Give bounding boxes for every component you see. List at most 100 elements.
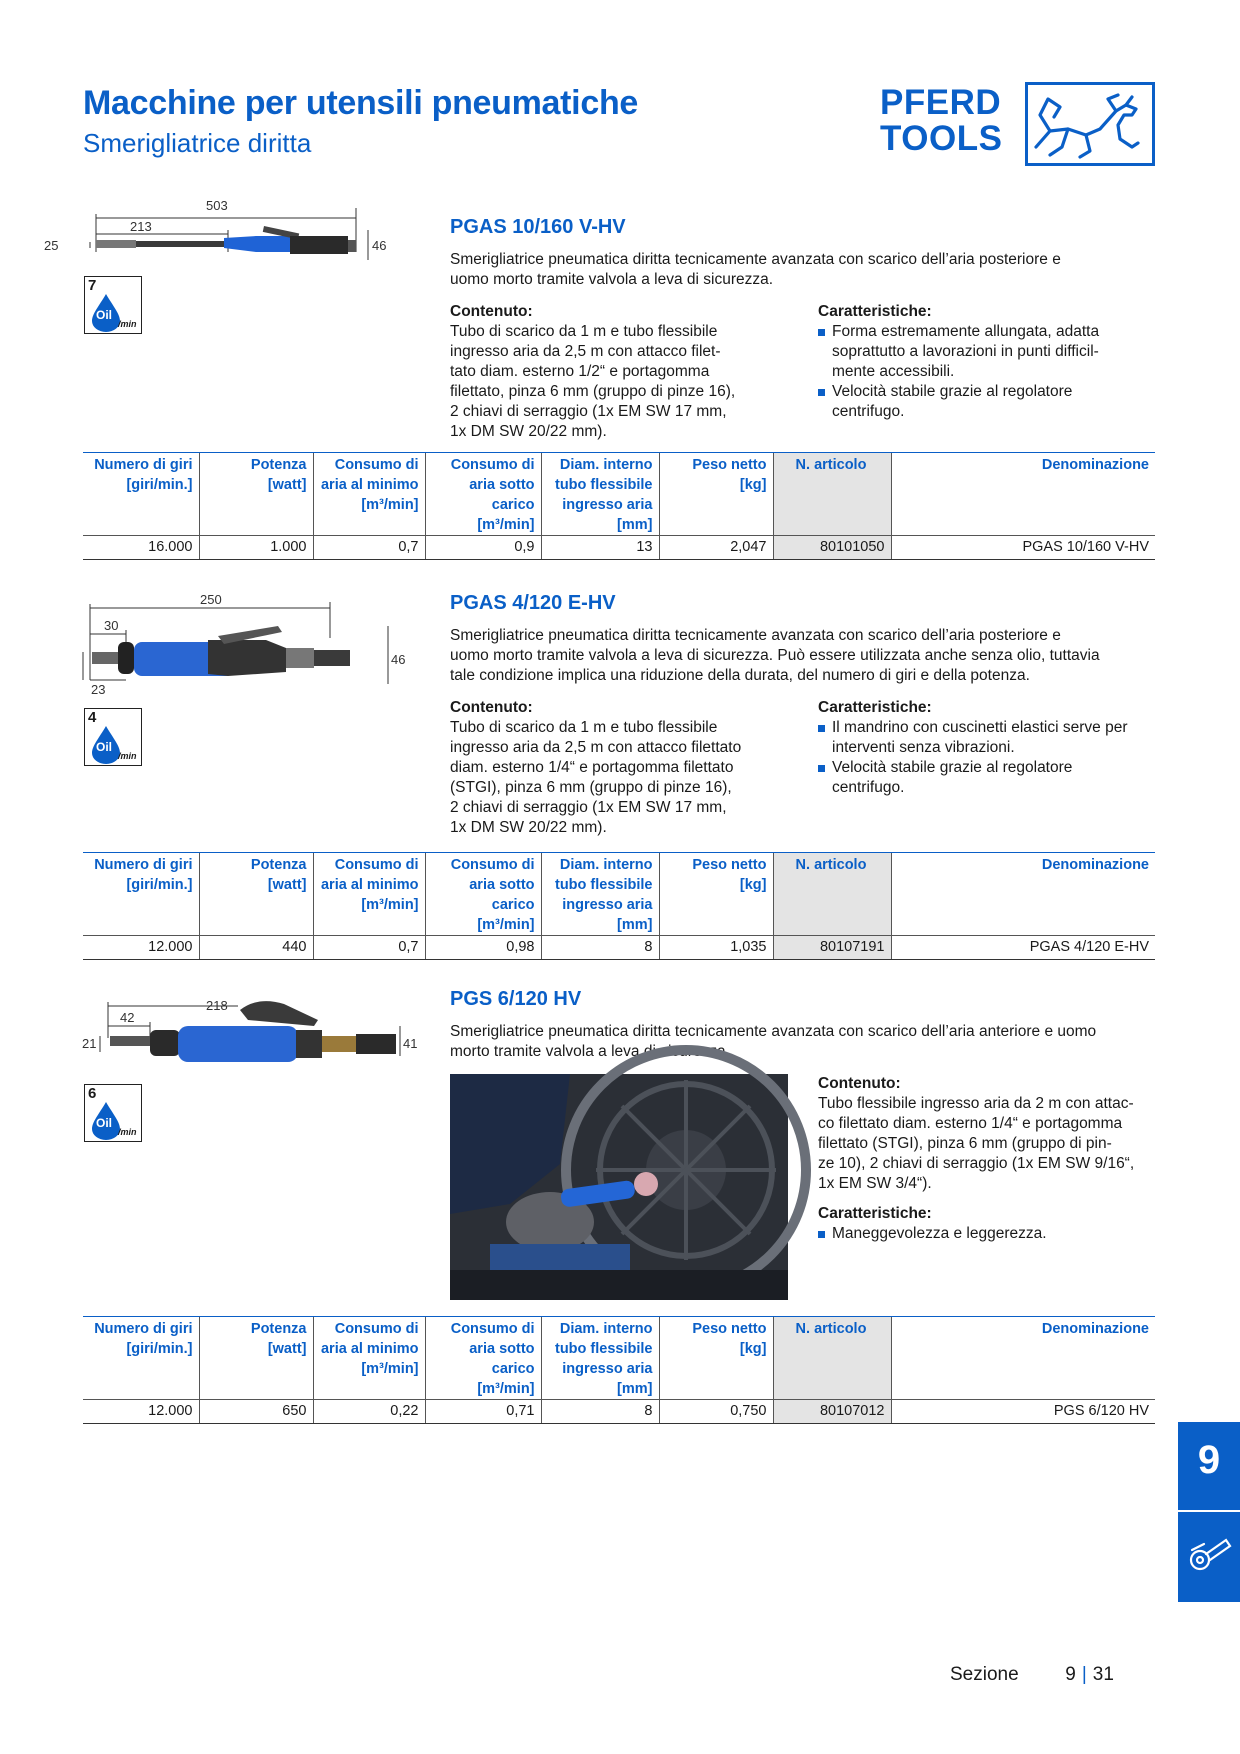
oil-drops-count: 4 bbox=[88, 709, 97, 726]
cell-weight: 1,035 bbox=[658, 935, 773, 960]
contenuto-line: 1x DM SW 20/22 mm). bbox=[450, 819, 607, 836]
caratteristiche-heading: Caratteristiche: bbox=[818, 1205, 932, 1222]
contenuto-line: Tubo di scarico da 1 m e tubo flessibile bbox=[450, 323, 718, 340]
oil-unit: /min bbox=[118, 751, 137, 761]
dim-front-1: 213 bbox=[130, 219, 152, 234]
cell-article[interactable]: 80101050 bbox=[772, 535, 891, 560]
description-line: uomo morto tramite valvola a leva di sic… bbox=[450, 647, 1100, 664]
cell-rpm: 16.000 bbox=[83, 535, 199, 560]
contenuto-heading: Contenuto: bbox=[450, 699, 533, 716]
col-power: Potenza[watt] bbox=[198, 452, 313, 536]
contenuto-line: ingresso aria da 2,5 m con attacco filet… bbox=[450, 739, 742, 756]
angle-grinder-icon bbox=[1189, 1538, 1232, 1571]
product-title: PGAS 4/120 E-HV bbox=[450, 592, 616, 614]
table-row: 12.000 440 0,7 0,98 8 1,035 80107191 PGA… bbox=[83, 935, 1155, 960]
product-description: Smerigliatrice pneumatica diritta tecnic… bbox=[450, 1022, 1160, 1062]
col-power: Potenza[watt] bbox=[198, 852, 313, 936]
col-weight: Peso netto[kg] bbox=[658, 1316, 773, 1400]
spec-table-2: Numero di giri[giri/min.] Potenza[watt] … bbox=[83, 852, 1155, 960]
caratteristiche-heading: Caratteristiche: bbox=[818, 699, 932, 716]
product-title: PGAS 10/160 V-HV bbox=[450, 216, 626, 238]
col-article: N. articolo bbox=[772, 1316, 891, 1400]
col-name: Denominazione bbox=[890, 452, 1155, 536]
dim-nose-2: 23 bbox=[91, 682, 105, 697]
col-weight: Peso netto[kg] bbox=[658, 452, 773, 536]
cell-rpm: 12.000 bbox=[83, 935, 199, 960]
contenuto-line: diam. esterno 1/4“ e portagomma filettat… bbox=[450, 759, 734, 776]
spec-header-row: Numero di giri[giri/min.] Potenza[watt] … bbox=[83, 852, 1155, 936]
feature-item: Forma estremamente allungata, adatta sop… bbox=[818, 322, 1163, 382]
contenuto-line: ze 10), 2 chiavi di serraggio (1x EM SW … bbox=[818, 1155, 1135, 1172]
description-line: morto tramite valvola a leva di sicurezz… bbox=[450, 1043, 730, 1060]
dim-height-3: 41 bbox=[403, 1036, 417, 1051]
col-article: N. articolo bbox=[772, 852, 891, 936]
contenuto-line: 2 chiavi di serraggio (1x EM SW 17 mm, bbox=[450, 799, 727, 816]
spec-header-row: Numero di giri[giri/min.] Potenza[watt] … bbox=[83, 1316, 1155, 1400]
footer-section-label: Sezione bbox=[950, 1664, 1019, 1685]
contenuto-block: Contenuto: Tubo flessibile ingresso aria… bbox=[818, 1074, 1163, 1244]
logo-word-pferd: PFERD bbox=[880, 83, 1002, 122]
cell-hose: 8 bbox=[540, 935, 659, 960]
contenuto-block: Contenuto: Tubo di scarico da 1 m e tubo… bbox=[450, 698, 780, 838]
oil-drops-count: 6 bbox=[88, 1085, 97, 1102]
oil-requirement-box-2: 4 Oil /min bbox=[84, 708, 142, 766]
dim-total-2: 250 bbox=[200, 592, 222, 607]
cell-weight: 0,750 bbox=[658, 1399, 773, 1424]
oil-drop-icon bbox=[92, 726, 120, 764]
cell-idle-air: 0,7 bbox=[312, 935, 425, 960]
cell-power: 1.000 bbox=[198, 535, 313, 560]
contenuto-line: Tubo di scarico da 1 m e tubo flessibile bbox=[450, 719, 718, 736]
contenuto-heading: Contenuto: bbox=[450, 303, 533, 320]
cell-name: PGAS 4/120 E-HV bbox=[890, 935, 1155, 960]
product-title: PGS 6/120 HV bbox=[450, 988, 582, 1010]
feature-item: Maneggevolezza e leggerezza. bbox=[818, 1224, 1163, 1244]
contenuto-line: filettato (STGI), pinza 6 mm (gruppo di … bbox=[818, 1135, 1112, 1152]
contenuto-line: tato diam. esterno 1/2“ e portagomma bbox=[450, 363, 710, 380]
contenuto-line: 1x DM SW 20/22 mm). bbox=[450, 423, 607, 440]
cell-hose: 13 bbox=[540, 535, 659, 560]
oil-drops-count: 7 bbox=[88, 277, 97, 294]
dim-total-1: 503 bbox=[206, 198, 228, 213]
cell-load-air: 0,98 bbox=[424, 935, 541, 960]
dim-front-3: 42 bbox=[120, 1010, 134, 1025]
footer-section-number: 9 bbox=[1065, 1664, 1076, 1685]
oil-label: Oil bbox=[96, 1116, 113, 1130]
contenuto-line: Tubo flessibile ingresso aria da 2 m con… bbox=[818, 1095, 1134, 1112]
section-tab-number: 9 bbox=[1197, 1438, 1221, 1482]
product-3-drawing: 218 42 21 41 bbox=[82, 998, 417, 1062]
contenuto-line: (STGI), pinza 6 mm (gruppo di pinze 16), bbox=[450, 779, 732, 796]
oil-drop-icon bbox=[92, 1102, 120, 1140]
cell-name: PGAS 10/160 V-HV bbox=[890, 535, 1155, 560]
dim-front-2: 30 bbox=[104, 618, 118, 633]
feature-item: Velocità stabile grazie al regolatore ce… bbox=[818, 382, 1163, 422]
cell-load-air: 0,9 bbox=[424, 535, 541, 560]
spec-header-row: Numero di giri[giri/min.] Potenza[watt] … bbox=[83, 452, 1155, 536]
oil-drop-icon bbox=[92, 294, 120, 332]
cell-idle-air: 0,7 bbox=[312, 535, 425, 560]
col-rpm: Numero di giri[giri/min.] bbox=[83, 1316, 199, 1400]
dim-height-2: 46 bbox=[391, 652, 405, 667]
oil-requirement-box-3: 6 Oil /min bbox=[84, 1084, 142, 1142]
feature-item: Velocità stabile grazie al regolatore ce… bbox=[818, 758, 1163, 798]
cell-article[interactable]: 80107012 bbox=[772, 1399, 891, 1424]
caratteristiche-block: Caratteristiche: Il mandrino con cuscine… bbox=[818, 698, 1163, 798]
oil-label: Oil bbox=[96, 740, 113, 754]
cell-article[interactable]: 80107191 bbox=[772, 935, 891, 960]
col-weight: Peso netto[kg] bbox=[658, 852, 773, 936]
oil-requirement-box-1: 7 Oil /min bbox=[84, 276, 142, 334]
dim-nose-1: 25 bbox=[44, 238, 58, 253]
description-line: Smerigliatrice pneumatica diritta tecnic… bbox=[450, 251, 1061, 268]
product-2-drawing: 250 30 23 46 bbox=[82, 592, 405, 697]
contenuto-line: 1x EM SW 3/4“). bbox=[818, 1175, 932, 1192]
contenuto-heading: Contenuto: bbox=[818, 1075, 901, 1092]
page-footer: Sezione 9|31 bbox=[950, 1664, 1114, 1685]
footer-page-number: 31 bbox=[1092, 1664, 1114, 1685]
product-usage-photo bbox=[450, 1045, 811, 1300]
section-tab[interactable]: 9 bbox=[1178, 1422, 1240, 1602]
col-rpm: Numero di giri[giri/min.] bbox=[83, 452, 199, 536]
